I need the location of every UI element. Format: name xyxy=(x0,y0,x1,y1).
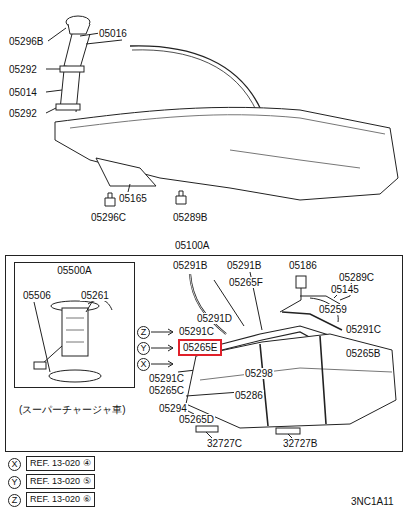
part-number: 05289C xyxy=(338,272,375,283)
part-number: 05296C xyxy=(90,212,127,223)
part-number: 05265D xyxy=(178,414,215,425)
part-number: 05186 xyxy=(288,260,318,271)
part-number: 05265E xyxy=(183,342,217,353)
reference-box: REF. 13-020 ④ xyxy=(26,456,95,471)
part-number: 05294 xyxy=(158,403,188,414)
highlight-box: 05265E xyxy=(178,339,222,356)
reference-letter: Y xyxy=(138,343,149,354)
part-number: 05292 xyxy=(8,64,38,75)
part-number: 05296B xyxy=(8,36,44,47)
part-number: REF. 13-020 ⑥ xyxy=(30,494,91,505)
part-number: 05500A xyxy=(15,265,134,276)
reference-letter: Y xyxy=(9,477,20,488)
part-number: 05291B xyxy=(226,260,262,271)
part-number: 05265C xyxy=(148,385,185,396)
part-number: REF. 13-020 ⑤ xyxy=(30,476,91,487)
part-number: 05291C xyxy=(178,326,215,337)
reference-letter: Z xyxy=(9,495,20,506)
part-number: 05100A xyxy=(175,240,209,251)
part-number: 05259 xyxy=(318,304,348,315)
note-text: (スーパーチャージャ車) xyxy=(18,404,127,415)
reference-letter: X xyxy=(9,459,20,470)
part-number: 05298 xyxy=(244,368,274,379)
part-number: 05016 xyxy=(98,28,128,39)
part-number: 05289B xyxy=(172,212,208,223)
part-number: 05265F xyxy=(228,277,264,288)
reference-letter: Z xyxy=(138,327,149,338)
part-number: 05261 xyxy=(80,290,110,301)
part-number: REF. 13-020 ④ xyxy=(30,458,91,469)
part-number: 05165 xyxy=(118,193,148,204)
part-number: 05291B xyxy=(172,260,208,271)
part-number: 32727B xyxy=(282,438,318,449)
part-number: 05265B xyxy=(345,348,381,359)
reference-circle: X xyxy=(137,358,150,371)
part-number: 32727C xyxy=(206,438,243,449)
subassembly-box: 05500A xyxy=(14,262,135,388)
part-number: 05506 xyxy=(22,290,52,301)
reference-circle: X xyxy=(8,458,21,471)
part-number: 05145 xyxy=(330,284,360,295)
part-number: 05014 xyxy=(8,87,38,98)
reference-box: REF. 13-020 ⑥ xyxy=(26,492,95,507)
part-number: 05292 xyxy=(8,108,38,119)
reference-circle: Y xyxy=(137,342,150,355)
part-number: 05291C xyxy=(148,373,185,384)
part-number: 05291D xyxy=(196,313,233,324)
reference-circle: Y xyxy=(8,476,21,489)
reference-circle: Z xyxy=(137,326,150,339)
reference-circle: Z xyxy=(8,494,21,507)
part-number: 05291C xyxy=(345,324,382,335)
reference-letter: X xyxy=(138,359,149,370)
part-number: 3NC1A11 xyxy=(350,496,395,507)
reference-box: REF. 13-020 ⑤ xyxy=(26,474,95,489)
part-number: 05286 xyxy=(234,390,264,401)
